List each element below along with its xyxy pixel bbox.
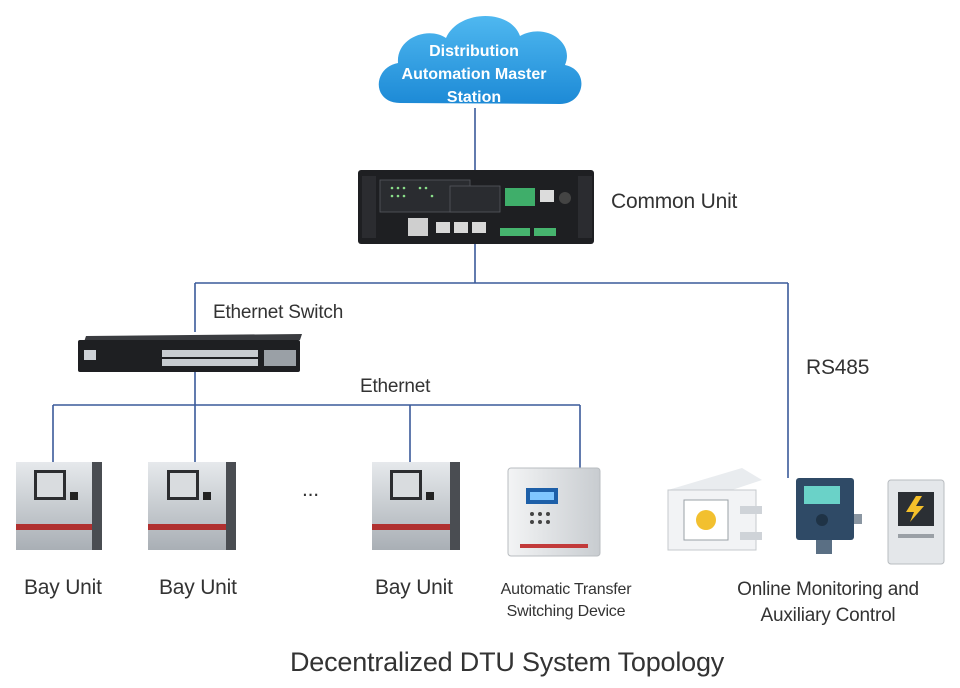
link-lines (52, 108, 789, 478)
master-station-label: Distribution Automation Master Station (401, 43, 547, 106)
bay-unit-device-3 (372, 462, 460, 550)
monitoring-device-1 (667, 468, 762, 551)
ats-device-label: Automatic Transfer Switching Device (496, 579, 636, 623)
ats-device-label-line2: Switching Device (506, 603, 626, 620)
bay-unit-label-2: Bay Unit (159, 576, 237, 599)
monitoring-label-line1: Online Monitoring and (737, 579, 919, 600)
ethernet-switch-label: Ethernet Switch (213, 302, 344, 323)
ethernet-switch-device (78, 334, 302, 372)
diagram-title: Decentralized DTU System Topology (290, 647, 725, 677)
bay-unit-label-1: Bay Unit (24, 576, 102, 599)
monitoring-label-line2: Auxiliary Control (760, 605, 896, 626)
ats-device-label-line1: Automatic Transfer (500, 581, 632, 598)
ethernet-link-label: Ethernet (360, 376, 431, 397)
master-station-cloud (378, 15, 582, 105)
bay-unit-label-3: Bay Unit (375, 576, 453, 599)
monitoring-label: Online Monitoring and Auxiliary Control (726, 577, 930, 629)
common-unit-label: Common Unit (611, 190, 738, 213)
rs485-link-label: RS485 (806, 356, 870, 379)
bay-unit-ellipsis: ... (302, 478, 319, 501)
bay-unit-device-1 (16, 462, 102, 550)
ats-device (507, 467, 601, 557)
monitoring-device-3 (887, 479, 945, 565)
monitoring-device-2 (796, 478, 862, 554)
bay-unit-device-2 (148, 462, 236, 550)
common-unit-device (358, 170, 594, 244)
